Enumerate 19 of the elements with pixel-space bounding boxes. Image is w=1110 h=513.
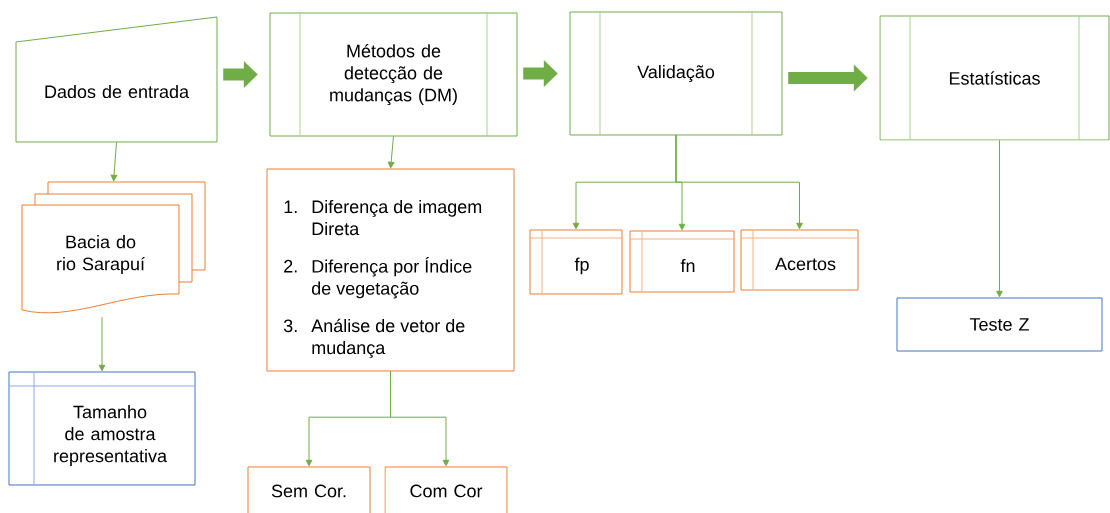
process-box: Estatísticas — [879, 15, 1110, 141]
result-box: Teste Z — [896, 297, 1103, 352]
document-stack: Bacia do rio Sarapuí — [21, 181, 206, 314]
storage-box: Acertos — [740, 229, 859, 291]
arrow — [996, 139, 1003, 298]
storage-box: fp — [529, 229, 623, 295]
arrow — [390, 370, 450, 467]
process-box: Métodos de detecção de mudanças (DM) — [269, 12, 518, 137]
process-box: Validação — [569, 11, 783, 136]
result-box: Com Cor — [384, 466, 508, 513]
arrow — [675, 134, 803, 230]
storage-box: fn — [629, 230, 735, 293]
arrow — [98, 316, 106, 372]
list-box: 1. Diferença de imagem Direta 2. Diferença por Índice de vegetação 3. Análise de vetor de mudança — [266, 168, 515, 372]
arrow — [110, 141, 118, 182]
input-box: Dados de entrada — [15, 16, 218, 143]
result-box: Sem Cor. — [247, 466, 371, 513]
arrow — [387, 135, 395, 169]
storage-box: Tamanho de amostra representativa — [8, 371, 196, 486]
